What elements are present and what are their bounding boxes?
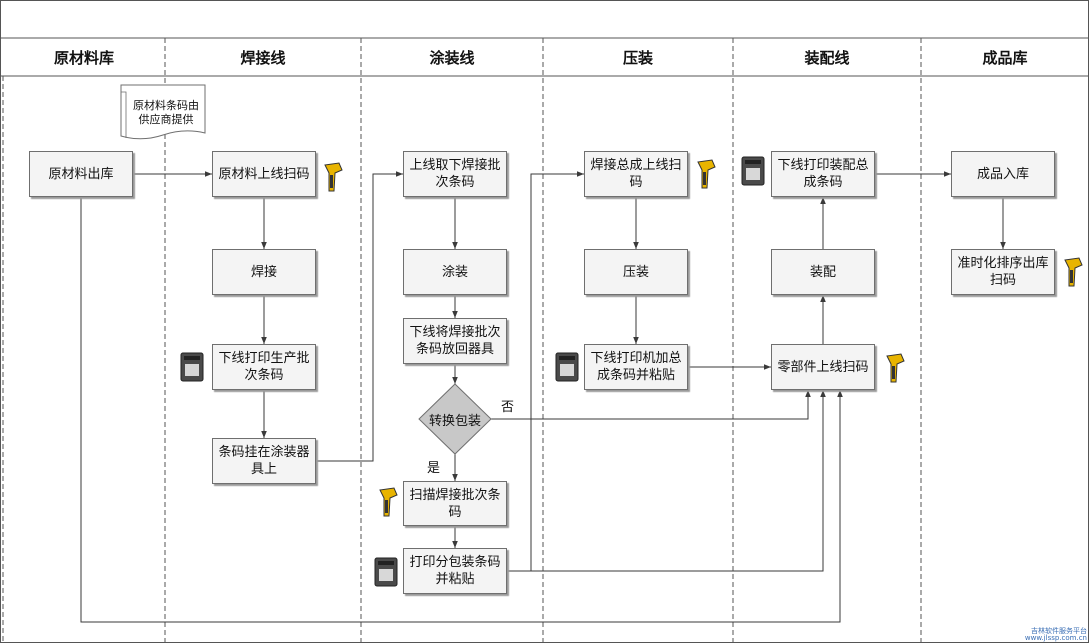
node-raw-out: 原材料出库: [29, 151, 133, 197]
document-note: 原材料条码由供应商提供: [133, 99, 199, 126]
watermark: 吉林软件服务平台 www.jlssp.com.cn: [1025, 628, 1087, 642]
node-scan-weld: 扫描焊接批次条码: [403, 481, 507, 526]
node-print-asm: 下线打印机加总成条码并粘贴: [584, 344, 688, 390]
lane-dividers: [2, 38, 922, 643]
connectors: [80, 171, 1006, 623]
barcode-scanner-icon: [1064, 257, 1083, 287]
label-printer-icon: [374, 557, 398, 587]
decision-label: 转换包装: [428, 414, 481, 429]
edge-label-no: 否: [501, 400, 515, 415]
node-weld-asm-online: 焊接总成上线扫码: [584, 151, 688, 197]
node-assemble: 装配: [771, 249, 875, 295]
lane-header-welding: 焊接线: [240, 48, 286, 67]
label-printer-icon: [180, 352, 204, 382]
lane-header-assembly: 装配线: [804, 48, 850, 67]
node-press: 压装: [584, 249, 688, 295]
node-parts-online: 零部件上线扫码: [771, 344, 875, 390]
label-printer-icon: [741, 156, 765, 186]
barcode-scanner-icon: [379, 487, 398, 517]
node-jit-out: 准时化排序出库扫码: [951, 249, 1055, 295]
barcode-scanner-icon: [697, 159, 716, 189]
lane-header-painting: 涂装线: [429, 48, 475, 67]
edge-hang-to-take: [316, 171, 403, 462]
lane-header-raw-material: 原材料库: [53, 48, 114, 67]
node-print-pack: 打印分包装条码并粘贴: [403, 548, 507, 594]
edge-rawout-to-parts: [80, 197, 843, 623]
node-take-code: 上线取下焊接批次条码: [403, 151, 507, 197]
node-fg-in: 成品入库: [951, 151, 1055, 197]
watermark-title: 吉林软件服务平台: [1031, 627, 1087, 635]
edge-decision-no: [491, 390, 811, 420]
watermark-url: www.jlssp.com.cn: [1024, 634, 1087, 642]
barcode-scanner-icon: [886, 353, 905, 383]
node-weld: 焊接: [212, 249, 316, 295]
node-print-batch: 下线打印生产批次条码: [212, 344, 316, 390]
edge-printpack-to-weldasm: [530, 171, 584, 571]
node-return-code: 下线将焊接批次条码放回器具: [403, 318, 507, 364]
decision-shape: [418, 383, 492, 455]
document-shape: [120, 84, 206, 140]
edge-label-yes: 是: [427, 461, 441, 476]
node-raw-online: 原材料上线扫码: [212, 151, 316, 197]
node-hang-code: 条码挂在涂装器具上: [212, 438, 316, 484]
lane-header-pressing: 压装: [622, 48, 653, 67]
barcode-scanner-icon: [324, 162, 343, 192]
label-printer-icon: [555, 352, 579, 382]
node-paint: 涂装: [403, 249, 507, 295]
edge-printpack-to-parts: [507, 390, 826, 572]
node-print-final-asm: 下线打印装配总成条码: [771, 151, 875, 197]
lane-header-finished-goods: 成品库: [982, 48, 1028, 67]
